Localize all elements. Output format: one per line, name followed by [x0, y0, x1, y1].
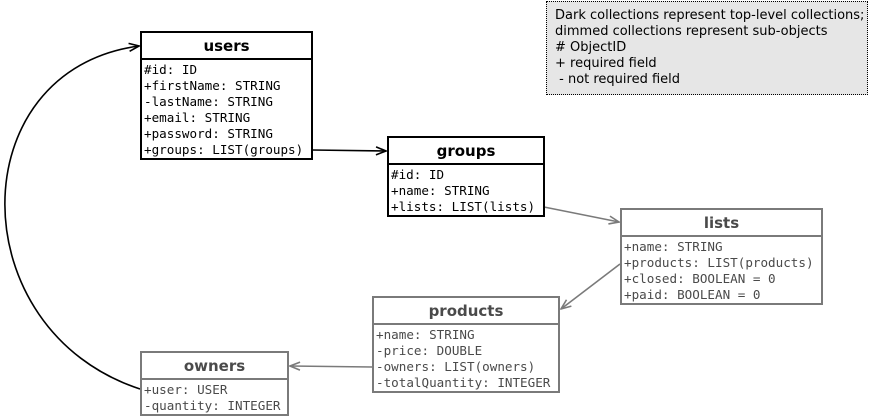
collection-title: products: [374, 298, 558, 325]
field-list: #id: ID +firstName: STRING -lastName: ST…: [142, 60, 311, 158]
arrow-groups-to-lists: [543, 206, 619, 222]
field: +name: STRING: [376, 327, 475, 342]
field: #id: ID: [391, 167, 445, 182]
legend-line: dimmed collections represent sub-objects: [555, 24, 828, 39]
field: +groups: LIST(groups): [144, 142, 304, 157]
field: -quantity: INTEGER: [144, 398, 281, 413]
field: +name: STRING: [624, 239, 723, 254]
field: +user: USER: [144, 382, 228, 397]
field: -owners: LIST(owners): [376, 359, 536, 374]
legend-line: # ObjectID: [555, 40, 627, 55]
legend-line: Dark collections represent top-level col…: [555, 8, 865, 23]
arrow-lists-to-products: [561, 263, 621, 309]
field: +firstName: STRING: [144, 78, 281, 93]
field: +email: STRING: [144, 110, 251, 125]
field-list: +user: USER -quantity: INTEGER: [142, 380, 287, 414]
field: +password: STRING: [144, 126, 273, 141]
legend-note: Dark collections represent top-level col…: [546, 1, 868, 95]
field: +lists: LIST(lists): [391, 199, 536, 214]
collection-groups: groups #id: ID +name: STRING +lists: LIS…: [387, 136, 545, 217]
collection-lists: lists +name: STRING +products: LIST(prod…: [620, 208, 823, 305]
collection-owners: owners +user: USER -quantity: INTEGER: [140, 351, 289, 416]
collection-title: owners: [142, 353, 287, 380]
collection-users: users #id: ID +firstName: STRING -lastNa…: [140, 31, 313, 160]
collection-title: groups: [389, 138, 543, 165]
field: +closed: BOOLEAN = 0: [624, 271, 776, 286]
arrow-owners-to-users: [4, 46, 140, 390]
collection-title: users: [142, 33, 311, 60]
field: -lastName: STRING: [144, 94, 273, 109]
field: +products: LIST(products): [624, 255, 814, 270]
arrow-users-to-groups: [311, 150, 386, 151]
field: +name: STRING: [391, 183, 490, 198]
legend-line: + required field: [555, 56, 657, 71]
collection-products: products +name: STRING -price: DOUBLE -o…: [372, 296, 560, 393]
field-list: +name: STRING -price: DOUBLE -owners: LI…: [374, 325, 558, 391]
field: -price: DOUBLE: [376, 343, 483, 358]
field: +paid: BOOLEAN = 0: [624, 287, 761, 302]
field-list: +name: STRING +products: LIST(products) …: [622, 237, 821, 303]
field-list: #id: ID +name: STRING +lists: LIST(lists…: [389, 165, 543, 215]
arrow-products-to-owners: [290, 366, 373, 367]
legend-line: - not required field: [555, 72, 681, 87]
field: -totalQuantity: INTEGER: [376, 375, 551, 390]
field: #id: ID: [144, 62, 198, 77]
collection-title: lists: [622, 210, 821, 237]
